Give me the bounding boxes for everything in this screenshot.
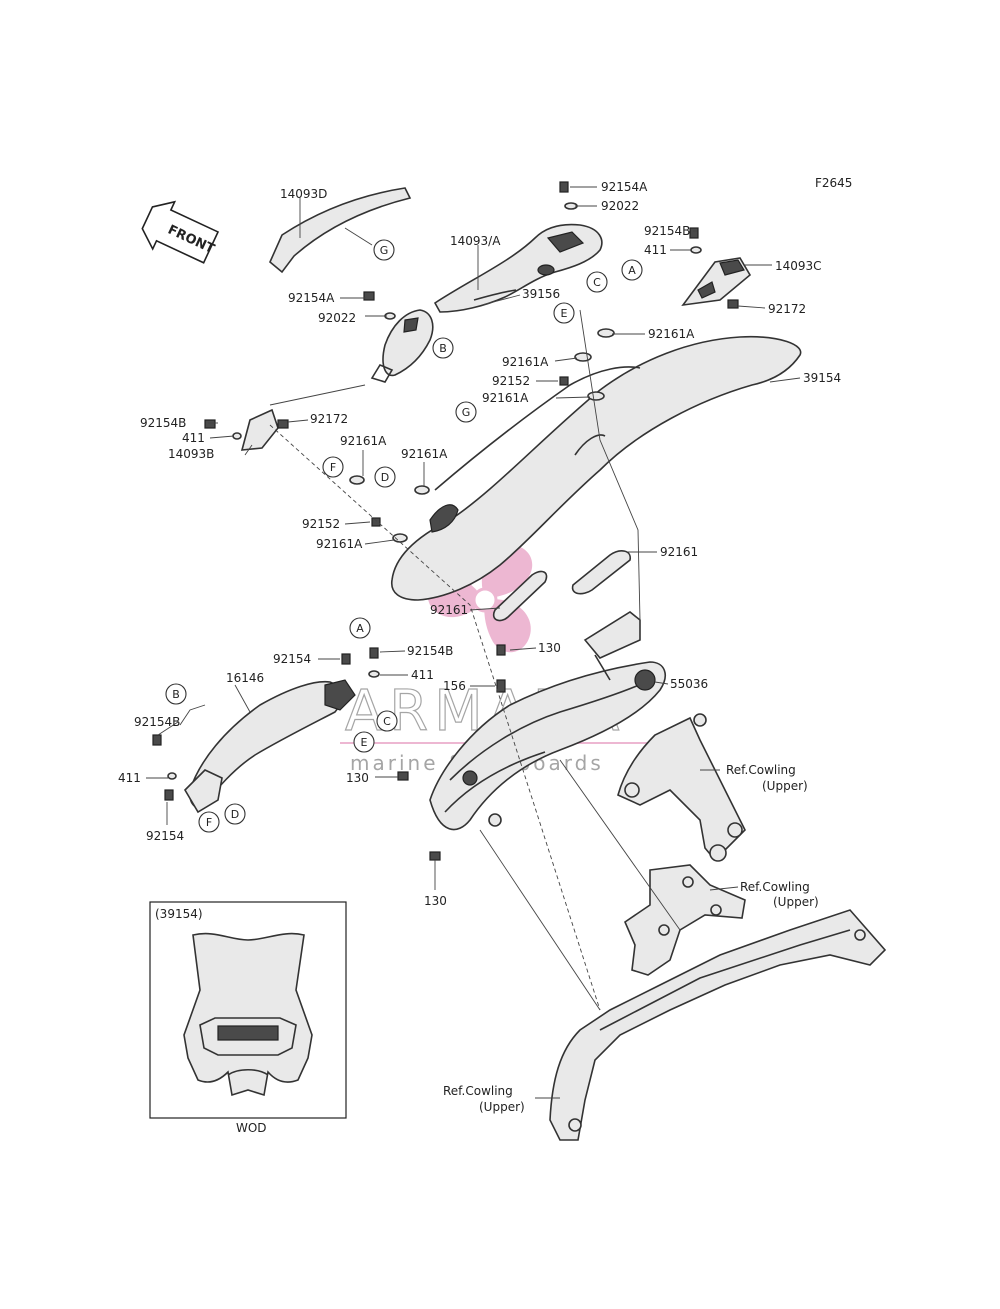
cowling-frame [549,909,887,1141]
svg-text:A: A [356,622,364,635]
svg-text:F: F [330,461,336,474]
front-arrow-icon: FRONT [141,200,220,264]
svg-text:D: D [231,808,239,821]
label-92172-left: 92172 [310,412,348,426]
label-ref-cowling-2b: (Upper) [773,895,819,909]
svg-text:C: C [593,276,601,289]
label-92154b-top: 92154B [644,224,690,238]
label-92172-right: 92172 [768,302,806,316]
svg-text:G: G [380,244,389,257]
label-14093d: 14093D [280,187,327,201]
label-92161a-f: 92161A [316,537,363,551]
label-39156: 39156 [522,287,560,301]
label-92154-low: 92154 [146,829,184,843]
cover-14093b [240,408,279,451]
trim-14093d [269,187,412,274]
cowling-bracket-plate [624,864,746,976]
label-411-mid: 411 [411,668,434,682]
svg-text:D: D [381,471,389,484]
label-92022-left: 92022 [318,311,356,325]
label-92161a-c: 92161A [648,327,695,341]
svg-text:B: B [439,342,447,355]
callout-e-2: E [353,731,375,753]
fasteners [152,181,739,861]
label-16146: 16146 [226,671,264,685]
label-92154a-left: 92154A [288,291,335,305]
label-ref-cowling-3b: (Upper) [479,1100,525,1114]
windshield-39154 [391,335,802,601]
svg-text:F: F [206,816,212,829]
label-130-b: 130 [346,771,369,785]
label-39154: 39154 [803,371,841,385]
label-92154b-left: 92154B [140,416,186,430]
label-92161a-d: 92161A [340,434,387,448]
rubber-strip-92161-mid [492,570,548,622]
part-labels: 14093D 92154A 92022 92154B 411 14093C 14… [118,180,841,1114]
svg-text:E: E [361,736,368,749]
label-ref-cowling-1b: (Upper) [762,779,808,793]
label-92161-m: 92161 [430,603,468,617]
label-14093b: 14093B [168,447,214,461]
svg-text:A: A [628,264,636,277]
label-92161a-a: 92161A [502,355,549,369]
callout-g-1: G [373,239,395,261]
label-92154b-low: 92154B [134,715,180,729]
label-14093c: 14093C [775,259,822,273]
label-55036: 55036 [670,677,708,691]
label-92152-a: 92152 [492,374,530,388]
label-411-left: 411 [182,431,205,445]
stay-55036 [429,661,666,831]
label-ref-cowling-2: Ref.Cowling [740,880,810,894]
inset-title: (39154) [155,907,203,921]
label-92161-r: 92161 [660,545,698,559]
callout-c-1: C [586,271,608,293]
svg-text:C: C [383,715,391,728]
callout-f-2: F [198,811,220,833]
inset-caption: WOD [236,1121,267,1135]
callout-d-2: D [224,803,246,825]
callout-a-1: A [621,259,643,281]
label-411-top: 411 [644,243,667,257]
label-92154-mid: 92154 [273,652,311,666]
figure-code: F2645 [815,176,852,190]
label-14093a: 14093/A [450,234,501,248]
callout-b-1: B [432,337,454,359]
callout-f-1: F [322,456,344,478]
rubber-strip-92161-right [571,550,631,595]
label-92161a-e: 92161A [401,447,448,461]
label-92154a-top: 92154A [601,180,648,194]
callout-b-2: B [165,683,187,705]
callout-e-1: E [553,302,575,324]
label-ref-cowling-3: Ref.Cowling [443,1084,513,1098]
windshield-front-view [183,932,313,1097]
inset-box: (39154) WOD [149,901,347,1135]
callout-c-2: C [376,710,398,732]
callout-a-2: A [349,617,371,639]
label-130-c: 130 [424,894,447,908]
label-92152-b: 92152 [302,517,340,531]
bracket-left-upper [382,309,434,377]
label-92161a-b: 92161A [482,391,529,405]
label-ref-cowling-1: Ref.Cowling [726,763,796,777]
label-411-low: 411 [118,771,141,785]
leader-lines [146,186,801,1099]
callout-d-1: D [374,466,396,488]
callout-g-2: G [455,401,477,423]
svg-text:B: B [172,688,180,701]
cowling-bracket-upper [617,716,746,862]
label-130-a: 130 [538,641,561,655]
label-92154b-mid: 92154B [407,644,453,658]
label-156: 156 [443,679,466,693]
label-92022-top: 92022 [601,199,639,213]
svg-text:E: E [561,307,568,320]
svg-text:G: G [462,406,471,419]
